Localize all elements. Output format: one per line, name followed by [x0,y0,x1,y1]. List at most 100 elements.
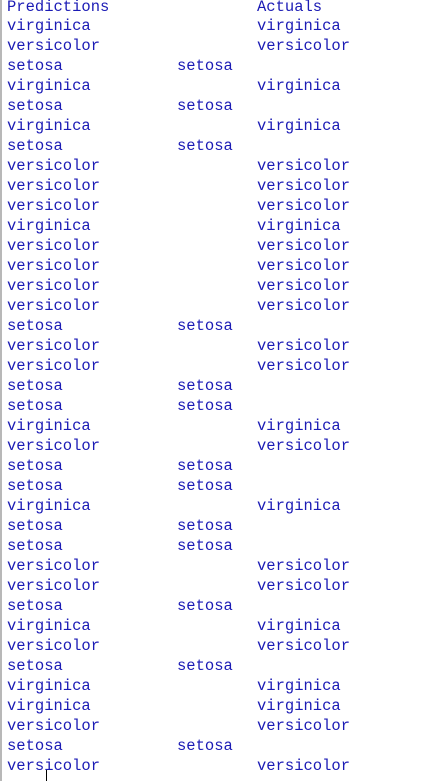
actual-cell: setosa [177,397,233,415]
prediction-cell: setosa [7,137,63,155]
table-row: setosa setosa [2,536,426,556]
actual-cell: versicolor [257,257,351,275]
prediction-cell: virginica [7,17,91,35]
actual-cell: virginica [257,17,341,35]
actual-cell: versicolor [257,37,351,55]
actual-cell: versicolor [257,437,351,455]
prediction-cell: versicolor [7,637,101,655]
table-body: virginica virginica versicolor versicolor se… [2,16,426,776]
table-row: setosa setosa [2,736,426,756]
actual-cell: virginica [257,697,341,715]
prediction-cell: versicolor [7,197,101,215]
prediction-cell: setosa [7,97,63,115]
prediction-cell: versicolor [7,157,101,175]
prediction-cell: versicolor [7,757,101,775]
table-row: versicolor versicolor [2,256,426,276]
actual-cell: virginica [257,497,341,515]
prediction-cell: versicolor [7,277,101,295]
table-row: virginica virginica [2,76,426,96]
table-row: versicolor versicolor [2,276,426,296]
table-row: virginica virginica [2,16,426,36]
actual-cell: virginica [257,417,341,435]
actual-cell: setosa [177,97,233,115]
prediction-cell: virginica [7,497,91,515]
actual-cell: setosa [177,137,233,155]
actual-cell: versicolor [257,197,351,215]
prediction-cell: setosa [7,477,63,495]
table-row: versicolor versicolor [2,436,426,456]
prediction-cell: versicolor [7,257,101,275]
prediction-cell: versicolor [7,297,101,315]
actual-cell: setosa [177,517,233,535]
table-row: versicolor versicolor [2,196,426,216]
table-row: virginica virginica [2,616,426,636]
prediction-cell: versicolor [7,577,101,595]
prediction-cell: versicolor [7,717,101,735]
table-row: setosa setosa [2,476,426,496]
actual-cell: versicolor [257,637,351,655]
prediction-cell: virginica [7,617,91,635]
table-row: versicolor versicolor [2,156,426,176]
prediction-cell: versicolor [7,557,101,575]
prediction-cell: setosa [7,397,63,415]
table-row: setosa setosa [2,376,426,396]
table-row: virginica virginica [2,216,426,236]
actual-cell: setosa [177,377,233,395]
actual-cell: versicolor [257,557,351,575]
actual-cell: virginica [257,117,341,135]
actual-cell: versicolor [257,357,351,375]
actual-cell: virginica [257,617,341,635]
table-row: virginica virginica [2,496,426,516]
prediction-cell: setosa [7,537,63,555]
actual-cell: versicolor [257,157,351,175]
prediction-cell: virginica [7,697,91,715]
prediction-cell: setosa [7,57,63,75]
prediction-cell: setosa [7,377,63,395]
actual-cell: setosa [177,317,233,335]
table-row: versicolor versicolor [2,756,426,776]
prediction-cell: setosa [7,317,63,335]
prediction-cell: setosa [7,597,63,615]
table-row: versicolor versicolor [2,236,426,256]
actual-cell: virginica [257,677,341,695]
actual-cell: setosa [177,657,233,675]
actual-cell: versicolor [257,177,351,195]
actual-cell: setosa [177,57,233,75]
actual-cell: versicolor [257,297,351,315]
prediction-cell: virginica [7,77,91,95]
prediction-cell: versicolor [7,237,101,255]
table-row: versicolor versicolor [2,556,426,576]
table-row: setosa setosa [2,96,426,116]
actual-cell: setosa [177,457,233,475]
actual-cell: setosa [177,737,233,755]
actual-cell: versicolor [257,277,351,295]
prediction-cell: setosa [7,517,63,535]
actual-cell: setosa [177,477,233,495]
actual-cell: virginica [257,217,341,235]
actual-cell: setosa [177,537,233,555]
table-row: setosa setosa [2,136,426,156]
prediction-cell: versicolor [7,437,101,455]
text-cursor [46,770,47,781]
prediction-cell: setosa [7,457,63,475]
actual-cell: virginica [257,77,341,95]
prediction-cell: setosa [7,737,63,755]
table-row: setosa setosa [2,516,426,536]
prediction-cell: virginica [7,417,91,435]
table-row: versicolor versicolor [2,296,426,316]
prediction-cell: setosa [7,657,63,675]
actual-cell: versicolor [257,237,351,255]
actual-cell: versicolor [257,757,351,775]
table-row: setosa setosa [2,396,426,416]
prediction-cell: versicolor [7,177,101,195]
prediction-cell: virginica [7,217,91,235]
table-row: virginica virginica [2,416,426,436]
